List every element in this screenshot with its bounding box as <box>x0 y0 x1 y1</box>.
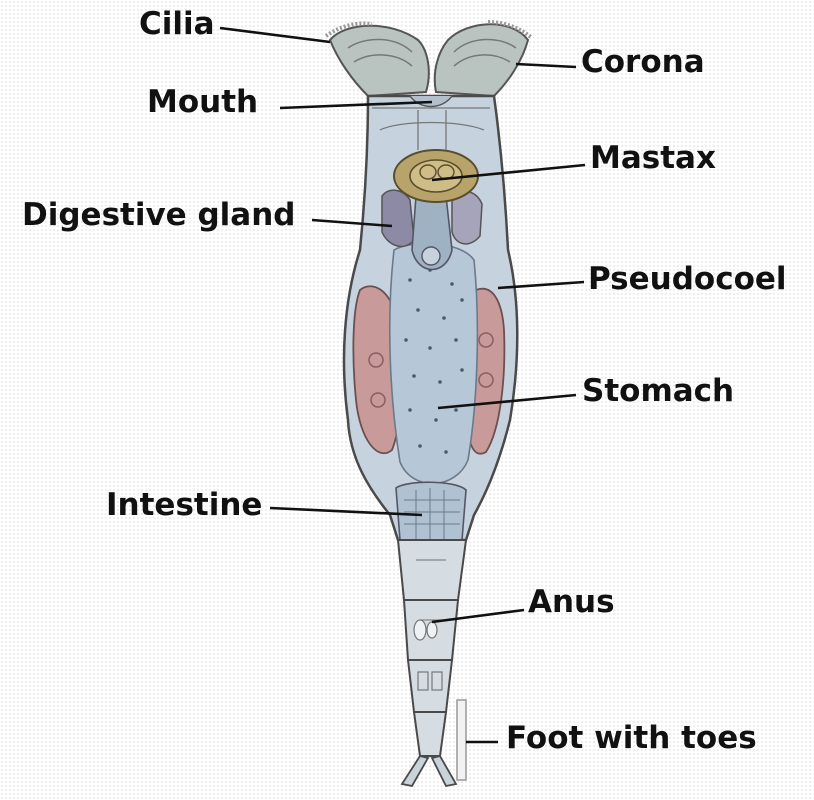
intestine <box>396 482 466 549</box>
label-digestive-gland: Digestive gland <box>22 200 296 231</box>
leader-corona <box>516 64 576 67</box>
label-mouth: Mouth <box>147 87 258 118</box>
corona <box>326 22 532 96</box>
leader-cilia <box>220 28 330 42</box>
esophagus <box>412 193 452 270</box>
label-foot-with-toes: Foot with toes <box>506 723 757 754</box>
foot-toes <box>402 712 456 786</box>
label-stomach: Stomach <box>582 376 734 407</box>
foot-bracket <box>457 700 466 780</box>
stomach <box>390 243 478 483</box>
label-cilia: Cilia <box>139 9 215 40</box>
tail-segments <box>398 540 466 712</box>
label-corona: Corona <box>581 47 705 78</box>
label-mastax: Mastax <box>590 143 716 174</box>
label-intestine: Intestine <box>106 490 262 521</box>
label-anus: Anus <box>528 587 615 618</box>
label-pseudocoel: Pseudocoel <box>588 264 787 295</box>
